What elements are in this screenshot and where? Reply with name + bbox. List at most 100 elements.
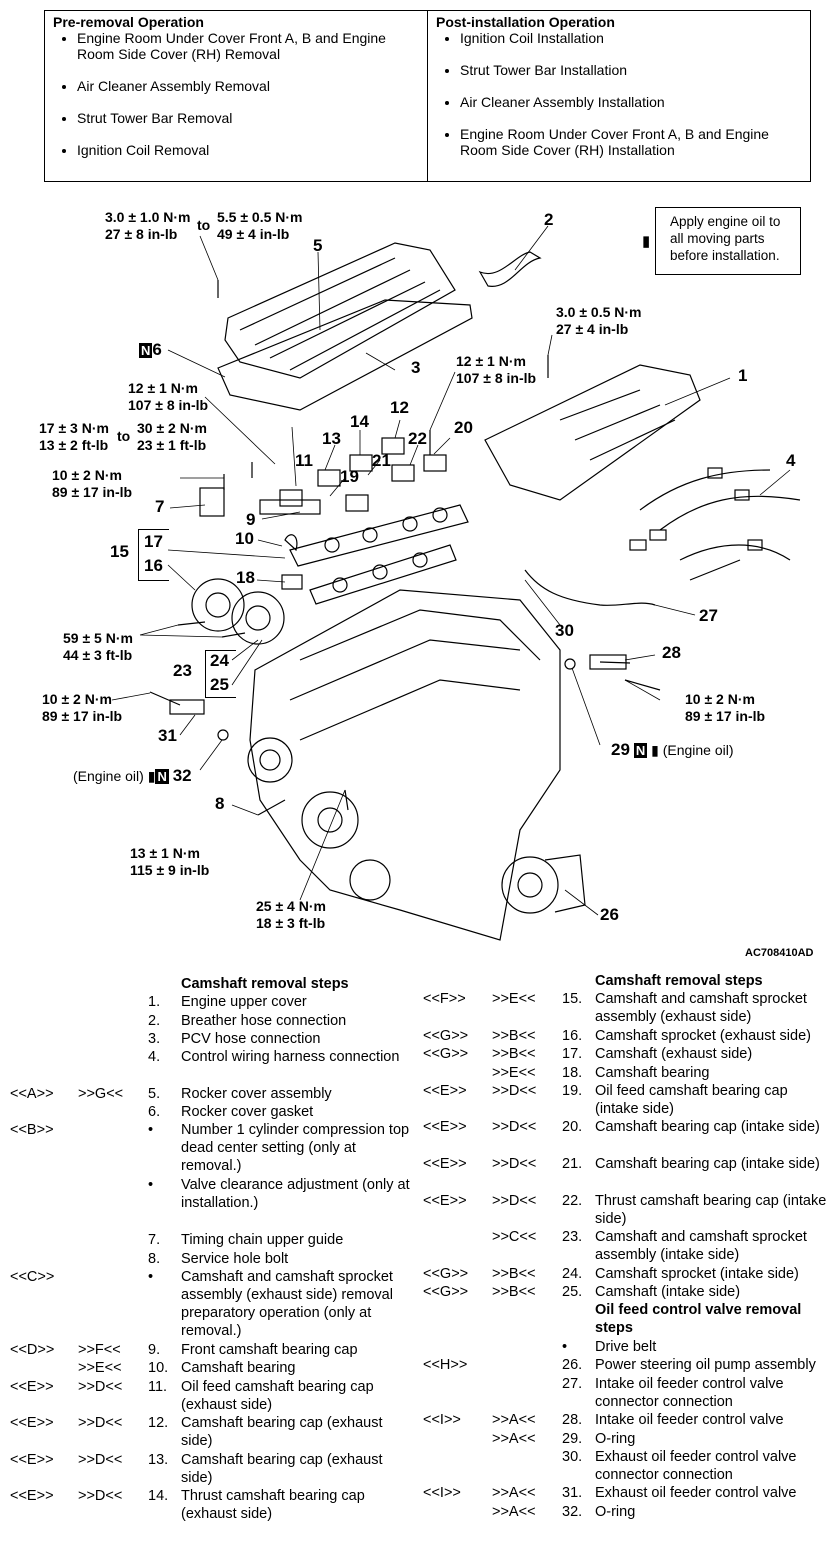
post-installation-item: Engine Room Under Cover Front A, B and E… — [460, 126, 802, 158]
steps-heading-text: Camshaft removal steps — [595, 973, 763, 989]
torque-label: 12 ± 1 N·m — [128, 380, 198, 396]
step-text: Valve clearance adjustment (only at inst… — [181, 1177, 410, 1212]
torque-label: 10 ± 2 N·m — [52, 467, 122, 483]
step-number: 28. — [562, 1412, 583, 1429]
step-text: O-ring — [595, 1503, 636, 1520]
callout-22: 22 — [408, 429, 427, 448]
installation-note-code: >>D<< — [78, 1451, 123, 1468]
step-text: Camshaft bearing cap (exhaust side) — [181, 1451, 383, 1486]
step-number: 30. — [562, 1448, 583, 1465]
callout-16: 16 — [144, 556, 163, 575]
steps-heading-text: Oil feed control valve removal steps — [595, 1302, 802, 1337]
step-number: 10. — [148, 1360, 169, 1377]
pre-removal-column: Pre-removal Operation Engine Room Under … — [45, 11, 427, 181]
callout-24: 24 — [210, 651, 229, 670]
n-badge: N — [155, 769, 169, 784]
callout-31: 31 — [158, 726, 177, 745]
step-number: 27. — [562, 1375, 583, 1392]
callout-25: 25 — [210, 675, 229, 694]
installation-note-code: >>D<< — [492, 1192, 537, 1209]
torque-label: 59 ± 5 N·m — [63, 630, 133, 646]
post-installation-item: Air Cleaner Assembly Installation — [460, 94, 802, 110]
step-text: Camshaft sprocket (exhaust side) — [595, 1027, 811, 1044]
step-number: • — [148, 1122, 154, 1139]
step-text: Thrust camshaft bearing cap (exhaust sid… — [181, 1488, 365, 1523]
callout-29: 29 N ▮ (Engine oil) — [611, 740, 734, 759]
step-number: 26. — [562, 1357, 583, 1374]
torque-label: 30 ± 2 N·m — [137, 420, 207, 436]
step-text: O-ring — [595, 1430, 636, 1447]
torque-label: 5.5 ± 0.5 N·m — [217, 209, 303, 225]
oil-can-icon: ▮ — [147, 768, 156, 784]
step-text: Oil feed camshaft bearing cap (exhaust s… — [181, 1378, 374, 1413]
note-text: Apply engine oil to all moving parts bef… — [670, 214, 781, 263]
step-text: Engine upper cover — [181, 994, 307, 1011]
torque-label: 13 ± 2 ft-lb — [39, 437, 109, 453]
post-installation-item: Ignition Coil Installation — [460, 30, 802, 46]
callout-30: 30 — [555, 621, 574, 640]
step-number: • — [148, 1177, 154, 1194]
torque-label: 49 ± 4 in-lb — [217, 226, 290, 242]
installation-note-code: >>D<< — [492, 1082, 537, 1099]
steps-heading-text: Camshaft removal steps — [181, 976, 349, 992]
callout-23: 23 — [173, 661, 192, 680]
installation-note-code: >>A<< — [492, 1412, 536, 1429]
step-text: Camshaft bearing cap (intake side) — [595, 1156, 820, 1172]
group-bracket-23 — [205, 650, 236, 698]
step-text: Control wiring harness connection — [181, 1049, 400, 1066]
oil-can-icon: ▮ — [642, 233, 651, 250]
step-number: 12. — [148, 1415, 169, 1432]
engine-oil-note: ▮ Apply engine oil to all moving parts b… — [642, 207, 801, 275]
step-number: 11. — [148, 1378, 168, 1395]
torque-label: 27 ± 4 in-lb — [556, 321, 629, 337]
removal-note-code: <<G>> — [423, 1265, 469, 1282]
torque-label: 27 ± 8 in-lb — [105, 226, 178, 242]
n-badge: N — [633, 743, 648, 758]
callout-17: 17 — [144, 532, 163, 551]
removal-note-code: <<A>> — [10, 1085, 54, 1102]
callout-26: 26 — [600, 905, 619, 924]
callout-7: 7 — [155, 497, 165, 516]
installation-note-code: >>E<< — [492, 1064, 536, 1081]
installation-note-code: >>D<< — [78, 1415, 123, 1432]
torque-to: to — [117, 428, 131, 444]
torque-label: 12 ± 1 N·m — [456, 353, 526, 369]
post-installation-title: Post-installation Operation — [436, 14, 615, 30]
installation-note-code: >>A<< — [492, 1430, 536, 1447]
step-text: Camshaft bearing — [181, 1360, 296, 1377]
pre-removal-item: Strut Tower Bar Removal — [77, 110, 419, 126]
torque-label: 25 ± 4 N·m — [256, 898, 326, 914]
step-number: 17. — [562, 1046, 583, 1063]
step-number: 16. — [562, 1027, 583, 1044]
callout-28: 28 — [662, 643, 681, 662]
step-number: 15. — [562, 991, 583, 1008]
installation-note-code: >>B<< — [492, 1284, 536, 1301]
removal-note-code: <<E>> — [10, 1415, 54, 1432]
step-text: Camshaft and camshaft sprocket assembly … — [595, 991, 807, 1026]
pre-removal-title: Pre-removal Operation — [53, 14, 204, 30]
step-number: 1. — [148, 994, 161, 1011]
step-number: 14. — [148, 1488, 169, 1505]
step-number: 20. — [562, 1119, 583, 1136]
installation-note-code: >>B<< — [492, 1027, 536, 1044]
step-number: 22. — [562, 1192, 583, 1209]
step-text: Camshaft bearing — [595, 1064, 710, 1081]
step-number: 18. — [562, 1064, 583, 1081]
torque-label: 107 ± 8 in-lb — [456, 370, 537, 386]
installation-note-code: >>C<< — [492, 1229, 537, 1246]
step-text: Camshaft and camshaft sprocket assembly … — [181, 1268, 393, 1339]
step-text: Drive belt — [595, 1339, 657, 1355]
torque-label: 17 ± 3 N·m — [39, 420, 109, 436]
installation-note-code: >>E<< — [78, 1360, 122, 1377]
callout-8: 8 — [215, 794, 225, 813]
step-text: Exhaust oil feeder control valve — [595, 1485, 797, 1502]
step-number: • — [562, 1339, 568, 1355]
torque-label: 115 ± 9 in-lb — [130, 862, 210, 878]
removal-note-code: <<H>> — [423, 1357, 468, 1374]
step-text: Camshaft bearing cap (intake side) — [595, 1119, 820, 1136]
installation-note-code: >>D<< — [78, 1378, 123, 1395]
removal-note-code: <<E>> — [423, 1156, 467, 1172]
group-bracket-15 — [138, 529, 169, 581]
step-text: Camshaft sprocket (intake side) — [595, 1265, 799, 1282]
step-text: Intake oil feeder control valve — [595, 1412, 784, 1429]
